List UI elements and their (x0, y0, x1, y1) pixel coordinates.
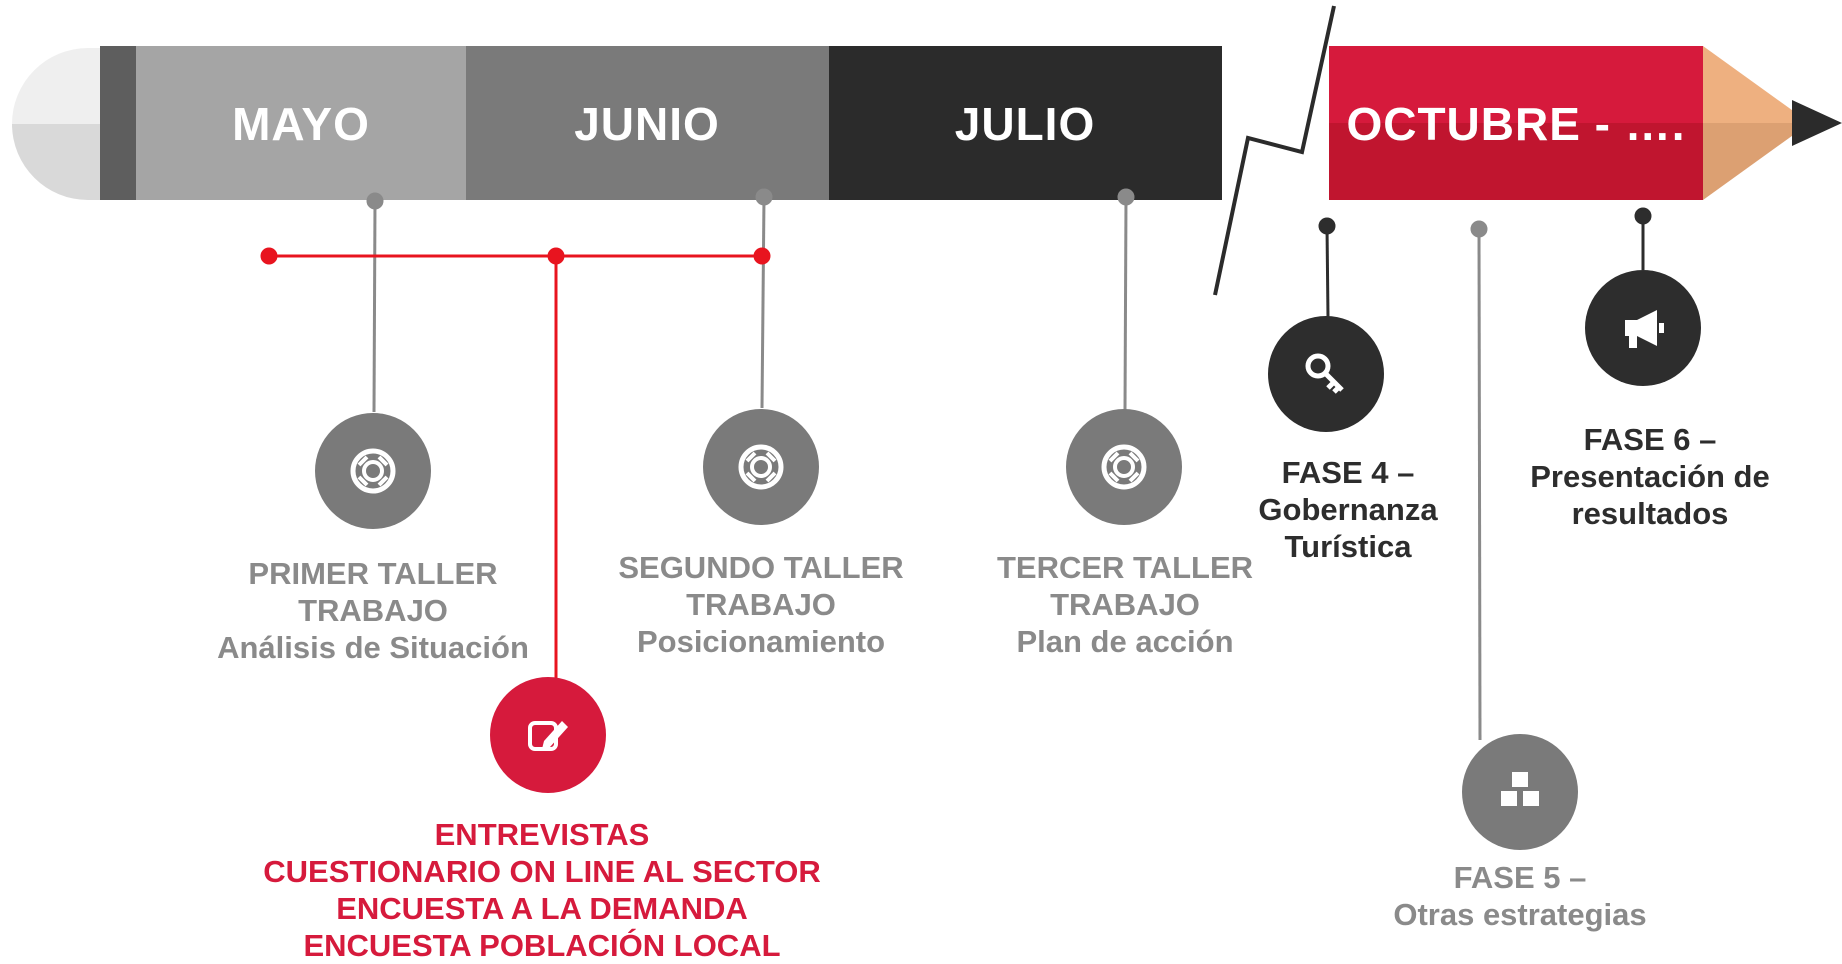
milestone-label-fase6: FASE 6 – Presentación de resultados (1500, 421, 1800, 532)
milestone-label-fase4: FASE 4 – Gobernanza Turística (1198, 454, 1498, 565)
dot-fase4 (1318, 217, 1336, 235)
bracket-dot-start (260, 247, 278, 265)
milestone-label-taller3: TERCER TALLER TRABAJO Plan de acción (925, 549, 1325, 660)
connector-taller2 (760, 196, 766, 409)
pencil-eraser (12, 46, 136, 200)
bracket-dot-mid (547, 247, 565, 265)
label-line: TRABAJO (298, 593, 448, 628)
pencil-lead (1792, 100, 1842, 146)
cubes-icon (1462, 734, 1578, 850)
key-icon (1268, 316, 1384, 432)
label-line: Presentación de (1530, 459, 1770, 494)
bracket-dot-end (753, 247, 771, 265)
month-mayo: MAYO (232, 98, 370, 150)
label-line: CUESTIONARIO ON LINE AL SECTOR (263, 854, 821, 889)
dot-taller2 (755, 188, 773, 206)
label-line: ENCUESTA POBLACIÓN LOCAL (303, 928, 781, 963)
label-line: FASE 4 – (1281, 455, 1415, 490)
label-line: Posicionamiento (636, 624, 886, 659)
milestone-label-fase5: FASE 5 – Otras estrategias (1370, 859, 1670, 933)
label-line: TERCER TALLER (996, 550, 1254, 585)
band-julio (829, 46, 1222, 200)
dot-fase6 (1634, 207, 1652, 225)
dot-taller1 (366, 192, 384, 210)
label-line: resultados (1571, 496, 1729, 531)
band-junio (466, 46, 829, 200)
label-line: SEGUNDO TALLER (618, 550, 904, 585)
label-line: TRABAJO (686, 587, 836, 622)
megaphone-icon (1585, 270, 1701, 386)
connector-taller1 (372, 200, 377, 413)
connector-fase5 (1477, 228, 1482, 741)
month-julio: JULIO (955, 98, 1095, 150)
label-line: PRIMER TALLER (248, 556, 498, 591)
edit-icon (490, 677, 606, 793)
label-line: ENCUESTA A LA DEMANDA (336, 891, 748, 926)
label-line: TRABAJO (1050, 587, 1200, 622)
label-line: Turística (1284, 529, 1412, 564)
lifebuoy-icon (315, 413, 431, 529)
band-octubre-shade (1329, 123, 1703, 200)
label-line: Plan de acción (1016, 624, 1234, 659)
connector-fase4 (1325, 225, 1330, 319)
lifebuoy-icon (703, 409, 819, 525)
label-line: ENTREVISTAS (434, 817, 650, 852)
label-line: Análisis de Situación (217, 630, 529, 665)
milestone-label-taller2: SEGUNDO TALLER TRABAJO Posicionamiento (561, 549, 961, 660)
lifebuoy-icon (1066, 409, 1182, 525)
milestone-label-encuestas: ENTREVISTAS CUESTIONARIO ON LINE AL SECT… (192, 816, 892, 964)
pencil-tip (1703, 46, 1810, 200)
dot-taller3 (1117, 188, 1135, 206)
label-line: FASE 6 – (1583, 422, 1717, 457)
month-junio: JUNIO (574, 98, 720, 150)
label-line: Gobernanza (1258, 492, 1438, 527)
label-line: FASE 5 – (1453, 860, 1587, 895)
band-mayo (136, 46, 466, 200)
timeline-break (1213, 5, 1336, 296)
dot-fase5 (1470, 220, 1488, 238)
month-octubre: OCTUBRE - …. (1346, 98, 1685, 150)
milestone-label-taller1: PRIMER TALLER TRABAJO Análisis de Situac… (173, 555, 573, 666)
label-line: Otras estrategias (1393, 897, 1647, 932)
connector-taller3 (1123, 196, 1128, 411)
